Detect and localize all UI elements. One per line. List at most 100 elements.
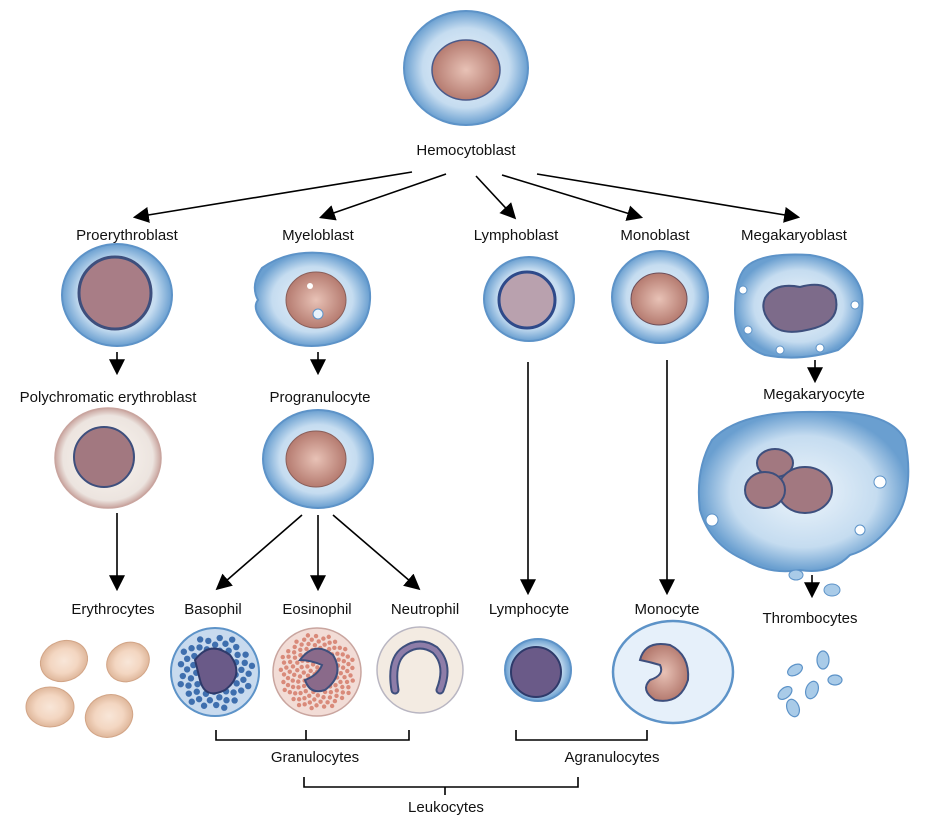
bracket-leukocytes [303, 777, 579, 795]
granule [299, 642, 304, 647]
granule [285, 675, 291, 681]
arrow-to-proerythroblast [132, 171, 413, 223]
granule [297, 674, 303, 679]
granule [296, 702, 302, 708]
granule [313, 633, 319, 639]
label-megakaryoblast: Megakaryoblast [741, 227, 847, 244]
granule [248, 662, 256, 670]
label-leukocytes: Leukocytes [408, 799, 484, 816]
granule [292, 644, 297, 650]
granule [338, 671, 343, 676]
granule [312, 643, 318, 648]
granule [298, 652, 303, 658]
granule [341, 659, 347, 664]
granule [213, 701, 220, 709]
granule [222, 640, 229, 647]
granule [245, 670, 252, 677]
granule [343, 646, 348, 652]
granule [315, 693, 321, 698]
granule [196, 636, 204, 643]
granule [291, 650, 297, 655]
granule [346, 690, 351, 696]
granule [292, 672, 297, 678]
granule [180, 648, 188, 655]
granule [205, 637, 212, 645]
granule [281, 672, 287, 677]
granule [332, 639, 338, 645]
label-proerythroblast: Proerythroblast [76, 227, 178, 244]
cell-lymphoblast [483, 256, 575, 342]
cell-monoblast [611, 250, 709, 344]
granule [286, 654, 291, 659]
granule [233, 643, 240, 651]
granule [287, 669, 292, 674]
granule [335, 651, 340, 656]
granule [185, 682, 192, 689]
granule [305, 633, 311, 638]
label-lymphoblast: Lymphoblast [473, 227, 559, 244]
granule [350, 665, 355, 671]
granule [188, 698, 195, 705]
cell-megakaryocyte [697, 410, 910, 597]
bracket-granulocytes [215, 730, 410, 741]
granule [345, 668, 350, 674]
granule [284, 665, 289, 670]
cells-erythrocytes [25, 639, 150, 738]
granule [302, 637, 307, 642]
granule [326, 634, 331, 640]
cell-eosinophil [272, 627, 362, 717]
arrow-to-monoblast [501, 174, 644, 221]
granule [231, 697, 238, 704]
granule [321, 704, 327, 709]
granule [286, 648, 291, 654]
granule [308, 668, 313, 674]
granule [345, 654, 350, 659]
granule [291, 696, 296, 702]
granule [304, 646, 309, 652]
granule [305, 664, 310, 669]
label-basophil: Basophil [184, 601, 242, 618]
granule [233, 680, 240, 687]
granule [332, 698, 338, 704]
granule [280, 654, 285, 660]
granule [305, 673, 311, 678]
label-polychromatic-erythroblast: Polychromatic erythroblast [19, 389, 197, 406]
granule [334, 693, 339, 699]
cell-polychromatic-erythroblast [54, 407, 162, 509]
granule [306, 641, 311, 647]
granule [294, 639, 299, 644]
granule [287, 690, 293, 695]
granule [221, 704, 228, 711]
granule [183, 666, 191, 673]
granule [244, 682, 252, 690]
label-thrombocytes: Thrombocytes [762, 610, 858, 627]
brackets [215, 730, 648, 795]
granule [340, 652, 345, 657]
label-monoblast: Monoblast [620, 227, 690, 244]
granule [240, 676, 247, 683]
granule [285, 682, 291, 688]
cell-monocyte [611, 619, 735, 725]
granule [211, 641, 219, 648]
granule [303, 688, 308, 694]
granule [195, 695, 203, 703]
granule [307, 693, 312, 699]
granule [348, 673, 353, 678]
granule [194, 680, 201, 688]
granule [295, 667, 300, 673]
label-myeloblast: Myeloblast [282, 227, 354, 244]
granule [290, 678, 295, 683]
granule [298, 647, 303, 652]
granule [337, 645, 342, 651]
granule [350, 657, 355, 663]
granule [193, 688, 200, 695]
granule [183, 655, 191, 663]
granule [206, 697, 214, 704]
granule [301, 670, 306, 675]
granule [302, 702, 307, 707]
granule [241, 659, 248, 667]
granule [339, 695, 345, 701]
cell-megakaryoblast [733, 253, 864, 359]
granule [342, 674, 347, 680]
arrow-to-myeloblast [318, 173, 447, 221]
